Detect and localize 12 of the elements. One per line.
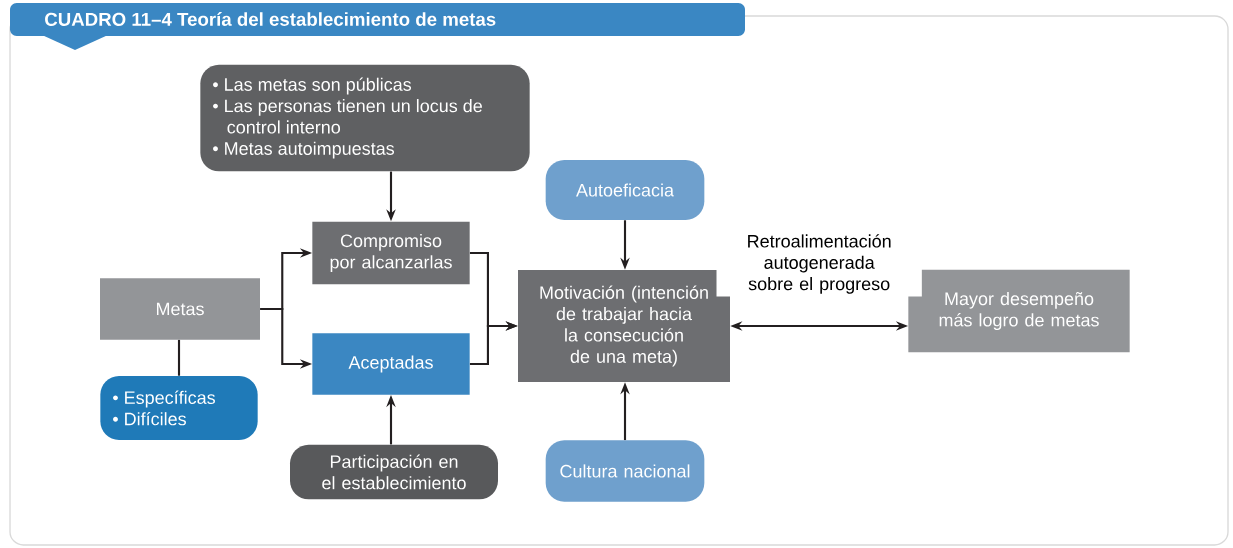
rounded-box: Autoeficacia (545, 160, 705, 220)
process-box: Metas (100, 278, 260, 340)
process-box: Mayor desempeño más logro de metas (908, 269, 1130, 353)
rounded-box: Participación en el establecimiento (290, 444, 498, 500)
process-box: Aceptadas (312, 333, 470, 395)
edge-label: Retroalimentación autogenerada sobre el progreso (716, 231, 922, 297)
process-box: Compromiso por alcanzarlas (312, 221, 470, 285)
rounded-box: • Específicas • Difíciles (100, 376, 258, 440)
process-box: Motivación (intención de trabajar hacia la consecución de una meta) (518, 270, 730, 382)
rounded-box: • Las metas son públicas • Las personas tienen un locus de control interno • Metas autoimpuestas (200, 64, 530, 172)
rounded-box: Cultura nacional (545, 440, 705, 502)
title-banner: CUADRO 11–4 Teoría del establecimiento de metas (10, 3, 745, 50)
